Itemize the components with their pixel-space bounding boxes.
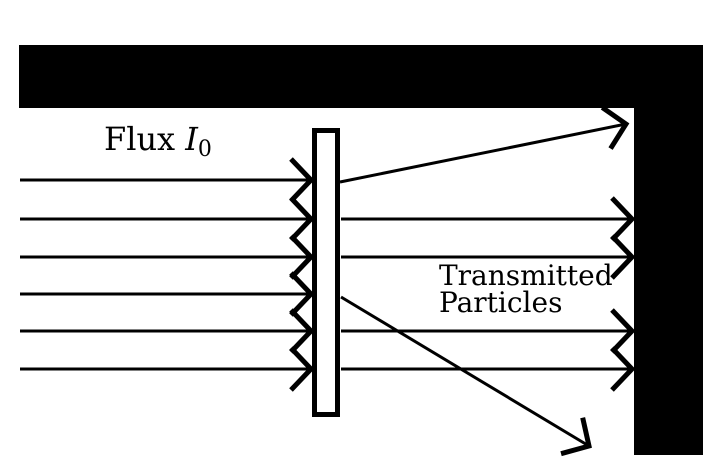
scattered-arrow-down <box>340 295 592 457</box>
incident-arrow-head-icon <box>289 196 315 242</box>
transmitted-arrow <box>341 234 636 280</box>
scattered-arrow-up-head-icon <box>600 105 630 150</box>
incident-arrow <box>20 308 315 354</box>
flux-symbol: I <box>185 120 198 158</box>
flux-label-text: Flux <box>104 120 186 158</box>
transmitted-arrow <box>341 196 636 242</box>
incident-arrow-head-icon <box>289 234 315 280</box>
transmitted-particles-label: Transmitted Particles <box>439 259 613 319</box>
scattered-arrow-up-shaft <box>339 122 627 184</box>
transmitted-arrow-head-icon <box>610 196 636 242</box>
scattered-arrow-down-shaft <box>340 295 590 448</box>
incident-arrow <box>20 196 315 242</box>
scattered-arrow-down-head-icon <box>560 417 592 457</box>
flux-label: Flux I0 <box>104 122 212 167</box>
right-shield-bar <box>634 45 703 455</box>
transmitted-arrow-head-icon <box>610 234 636 280</box>
transmitted-arrow <box>341 346 636 392</box>
transmitted-label-line1: Transmitted <box>439 259 613 292</box>
transmitted-arrow-head-icon <box>610 308 636 354</box>
target-foil <box>312 128 340 417</box>
incident-arrow <box>20 346 315 392</box>
transmitted-label-line2: Particles <box>439 286 563 319</box>
flux-subscript: 0 <box>197 137 212 162</box>
incident-arrow <box>20 234 315 280</box>
incident-arrow <box>20 157 315 203</box>
incident-arrow-head-icon <box>289 271 315 317</box>
scattered-arrow-up <box>339 105 630 184</box>
transmitted-arrow <box>341 308 636 354</box>
incident-arrow-head-icon <box>289 157 315 203</box>
incident-arrow <box>20 271 315 317</box>
incident-arrow-head-icon <box>289 308 315 354</box>
transmitted-arrow-head-icon <box>610 346 636 392</box>
top-shield-bar <box>19 45 703 108</box>
incident-arrow-head-icon <box>289 346 315 392</box>
